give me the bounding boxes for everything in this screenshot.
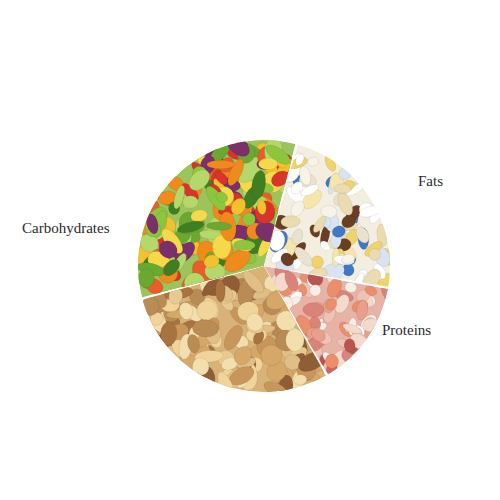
food-item <box>344 338 356 352</box>
food-item <box>337 165 353 181</box>
grain-wedge <box>141 266 330 400</box>
food-item <box>355 299 369 321</box>
wedge-ground <box>143 266 326 392</box>
section-label: Fats <box>418 172 443 190</box>
food-item <box>215 280 225 303</box>
food-item <box>160 256 183 279</box>
food-item <box>192 319 219 338</box>
food-item <box>207 160 235 169</box>
food-item <box>256 199 267 215</box>
food-item <box>178 301 194 320</box>
food-item <box>311 214 329 235</box>
food-item <box>303 302 325 317</box>
wedge-ground <box>264 145 390 287</box>
food-item <box>257 341 286 371</box>
food-item <box>145 213 160 236</box>
food-item <box>334 183 351 193</box>
food-item <box>342 322 363 336</box>
food-item <box>254 200 277 225</box>
food-item <box>176 219 205 235</box>
food-item <box>324 353 340 370</box>
food-item <box>285 328 304 351</box>
food-item <box>214 190 230 205</box>
food-item <box>156 237 181 261</box>
food-item <box>369 248 381 260</box>
section-label: Carbohydrates <box>22 219 109 237</box>
food-item <box>167 287 184 306</box>
food-item <box>307 283 323 299</box>
food-item <box>278 250 296 268</box>
food-item <box>290 227 305 245</box>
food-item <box>309 325 328 344</box>
food-item <box>203 183 230 213</box>
food-item <box>281 215 301 227</box>
food-item <box>160 322 177 346</box>
food-item <box>190 208 209 223</box>
food-item <box>363 284 378 298</box>
food-item <box>234 240 256 251</box>
food-item <box>344 281 358 294</box>
food-item <box>141 296 160 317</box>
food-item <box>324 276 344 300</box>
food-item <box>263 288 291 313</box>
food-item <box>331 224 347 239</box>
food-item <box>240 268 267 297</box>
food-item <box>294 153 306 167</box>
food-item <box>293 374 308 385</box>
food-item <box>323 297 339 313</box>
food-item <box>172 184 187 210</box>
food-item <box>231 343 256 368</box>
food-item <box>228 196 248 218</box>
section-label: Proteins <box>382 321 431 339</box>
food-item <box>340 252 356 265</box>
food-item <box>282 269 301 293</box>
food-item <box>289 179 305 196</box>
food-item <box>213 169 230 187</box>
food-item <box>244 310 266 333</box>
food-item <box>186 333 201 354</box>
food-item <box>379 283 393 303</box>
food-item <box>258 158 278 170</box>
food-item <box>182 195 198 208</box>
food-item <box>207 221 232 230</box>
food-item <box>215 370 238 400</box>
food-item <box>307 156 319 167</box>
food-item <box>295 348 328 376</box>
food-item <box>138 268 155 288</box>
food-item <box>358 204 383 220</box>
food-item <box>292 244 316 269</box>
food-item <box>362 318 380 332</box>
food-item <box>354 225 372 245</box>
food-item <box>222 130 253 160</box>
food-item <box>191 357 210 377</box>
food-item <box>250 170 268 201</box>
food-item <box>240 210 257 227</box>
food-item <box>323 153 338 173</box>
dairy-fat-wedge <box>264 145 399 295</box>
